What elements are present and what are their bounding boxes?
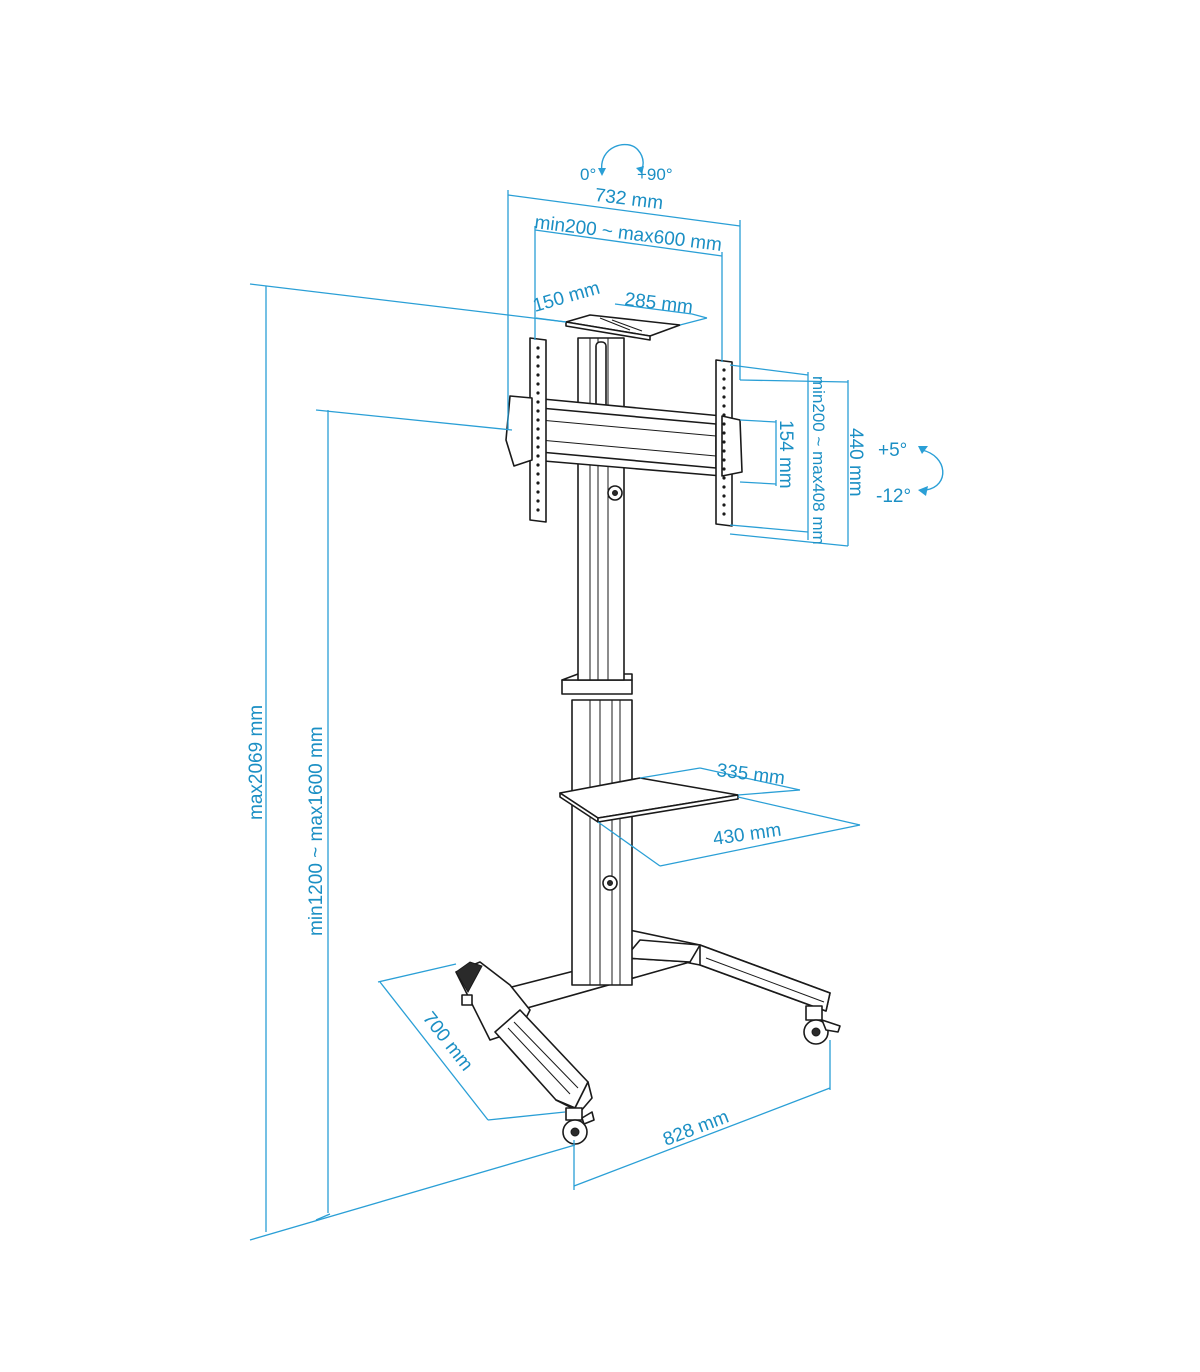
bracket-hole (536, 355, 540, 359)
bracket-hole (536, 418, 540, 422)
label-shelf-430: 430 mm (712, 820, 783, 850)
bracket-hole (722, 476, 726, 480)
bracket-hole (536, 346, 540, 350)
bracket-hole (722, 485, 726, 489)
label-tilt-down: -12° (876, 486, 911, 507)
bracket-hole (722, 377, 726, 381)
bracket-hole (722, 458, 726, 462)
bracket-hole (536, 472, 540, 476)
label-base-828: 828 mm (660, 1106, 732, 1150)
bracket-hole (536, 463, 540, 467)
top-tray (565, 314, 681, 341)
bracket-hole (536, 391, 540, 395)
bracket-hole (536, 499, 540, 503)
label-tilt-up: +5° (878, 440, 907, 461)
bracket-hole (536, 427, 540, 431)
bracket-hole (536, 364, 540, 368)
label-rotation-0: 0° (580, 165, 596, 184)
bracket-hole (722, 494, 726, 498)
bracket-hole (722, 512, 726, 516)
bracket-hole (722, 503, 726, 507)
bracket-hole (722, 449, 726, 453)
tv-stand-drawing (455, 314, 841, 1145)
label-rotation-90: +90° (637, 165, 673, 184)
bracket-hole (722, 404, 726, 408)
bracket-hole (536, 400, 540, 404)
label-top-285: 285 mm (623, 289, 694, 318)
bracket-holes (536, 346, 726, 516)
bracket-hole (536, 508, 540, 512)
front-wheel (562, 1107, 595, 1145)
right-wheel (803, 1005, 841, 1045)
bracket-hole (722, 440, 726, 444)
bracket-hole (722, 413, 726, 417)
bracket-hole (536, 490, 540, 494)
bracket-hole (722, 467, 726, 471)
bracket-hole (536, 481, 540, 485)
label-vesa-vertical: min200 ~ max408 mm (809, 376, 828, 545)
label-top-150: 150 mm (531, 278, 603, 317)
label-shelf-335: 335 mm (715, 760, 786, 789)
bracket-hole (722, 422, 726, 426)
bracket-hole (536, 373, 540, 377)
label-height-max: max2069 mm (246, 705, 267, 820)
rotation-arrow-icon (598, 143, 644, 176)
bracket-hole (722, 368, 726, 372)
bracket-hole (536, 445, 540, 449)
bracket-hole (536, 382, 540, 386)
dimension-lines (249, 190, 861, 1241)
base-left-arm (455, 961, 595, 1145)
label-height-154: 154 mm (775, 420, 796, 489)
label-width-732: 732 mm (594, 185, 665, 214)
label-vesa-horizontal: min200 ~ max600 mm (533, 212, 723, 256)
label-height-440: 440 mm (845, 428, 866, 497)
bracket-hole (536, 454, 540, 458)
mounting-bracket (505, 337, 743, 527)
label-height-range: min1200 ~ max1600 mm (306, 726, 327, 936)
bracket-hole (536, 409, 540, 413)
bracket-hole (536, 436, 540, 440)
tilt-arrow-icon (918, 446, 944, 496)
bracket-hole (722, 431, 726, 435)
bracket-hole (722, 386, 726, 390)
bracket-hole (722, 395, 726, 399)
